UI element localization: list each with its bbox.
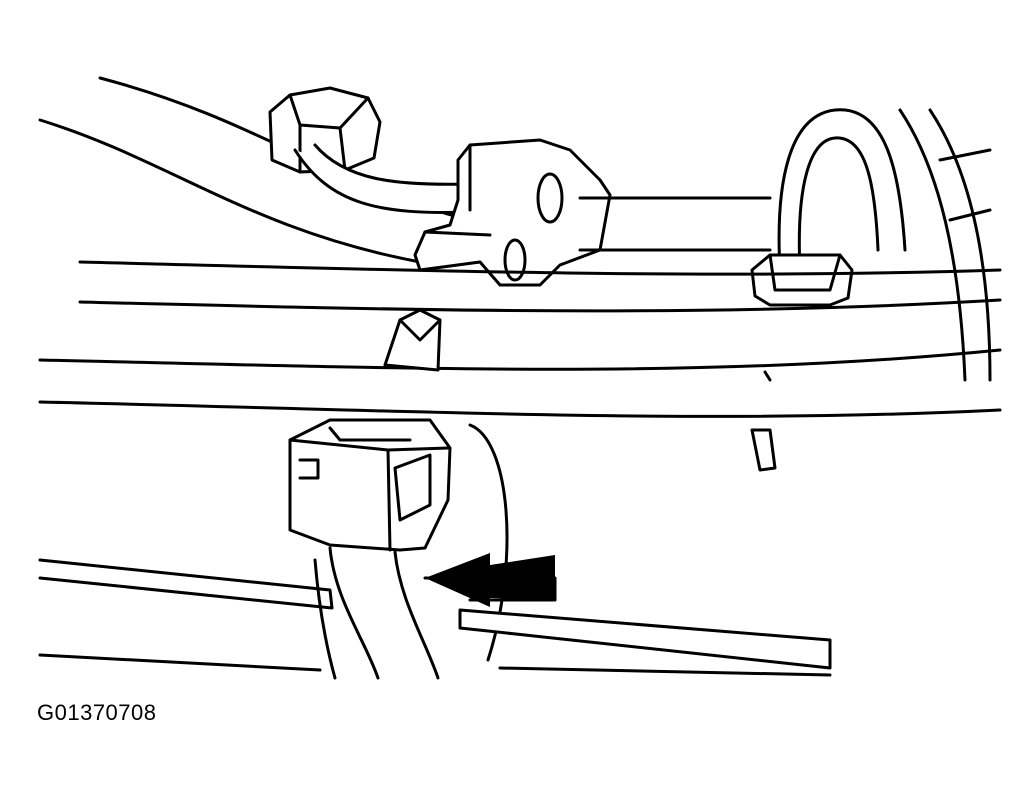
lower-bar-right xyxy=(458,608,832,670)
upper-body-outline-2 xyxy=(38,118,422,264)
hex-nut-left xyxy=(268,86,382,174)
clip-body xyxy=(288,418,452,552)
bracket-hole-1 xyxy=(536,172,564,224)
bracket-hole-2 xyxy=(503,238,527,282)
long-pipe-3 xyxy=(38,348,1002,371)
long-pipe-4 xyxy=(38,400,1002,418)
clip-hook xyxy=(383,308,442,372)
small-tab xyxy=(750,428,777,472)
strap xyxy=(328,546,380,680)
pointer-arrow xyxy=(425,553,555,607)
lower-bar-left xyxy=(38,558,334,610)
hex-nut-right xyxy=(750,253,854,307)
bracket-block xyxy=(413,138,612,287)
figure-id-label: G01370708 xyxy=(37,700,157,725)
long-pipe-2 xyxy=(78,298,1002,313)
long-pipe-1 xyxy=(78,260,1002,276)
pipe-vertical-right xyxy=(777,108,907,272)
